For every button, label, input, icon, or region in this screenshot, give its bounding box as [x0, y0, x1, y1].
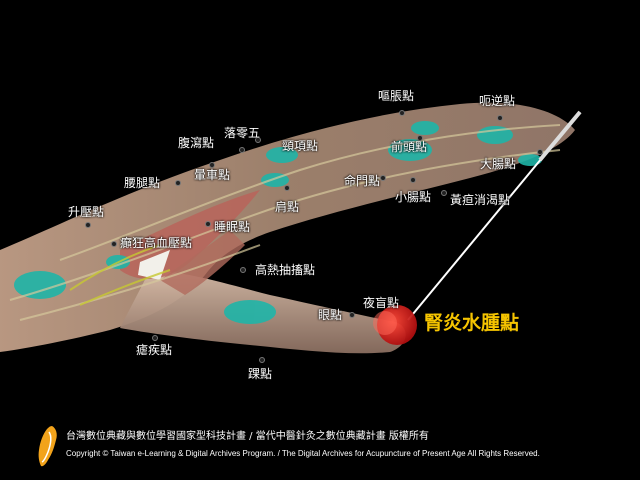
nerve-lines [69, 244, 171, 306]
point-label-ming-men: 命門點 [344, 174, 381, 188]
point-label-yun-che: 暈車點 [194, 168, 231, 182]
point-label-xiao-chang: 小腸點 [395, 190, 432, 204]
muscle-band [160, 230, 245, 295]
point-label-nue-ji: 瘧疾點 [136, 343, 173, 357]
point-label-huang-dan: 黃疸消渴點 [450, 193, 511, 207]
point-label-huai: 踝點 [248, 367, 273, 381]
point-label-gao-re: 高熱抽搐點 [255, 263, 316, 277]
point-label-da-chang: 大腸點 [480, 157, 517, 171]
point-label-shen-yan: 腎炎水腫點 [424, 312, 520, 334]
point-label-yao-tui: 腰腿點 [124, 176, 161, 190]
acupuncture-needle-handle [538, 110, 582, 162]
taiwan-island-logo [38, 426, 57, 467]
point-label-ye-mang: 夜盲點 [363, 296, 400, 310]
point-label-shui-mian: 睡眠點 [214, 220, 251, 234]
tendon-lines [9, 124, 561, 321]
credit-english: Copyright © Taiwan e-Learning & Digital … [66, 449, 540, 458]
point-label-e-ni: 呃逆點 [479, 94, 516, 108]
point-label-ou-zhang: 嘔脹點 [378, 89, 415, 103]
point-label-qian-tou: 前頭點 [391, 140, 428, 154]
point-label-fu-xie: 腹瀉點 [178, 136, 215, 150]
point-label-yan: 眼點 [318, 308, 343, 322]
point-label-sheng-ya: 升壓點 [68, 205, 105, 219]
point-label-dian-kuang: 癲狂高血壓點 [120, 236, 193, 250]
point-label-luo-ling-wu: 落零五 [224, 126, 261, 140]
credit-chinese: 台灣數位典藏與數位學習國家型科技計畫 / 當代中醫針灸之數位典藏計畫 版權所有 [66, 431, 429, 442]
point-dots [85, 110, 543, 363]
point-label-jing-xiang: 頸項點 [282, 139, 319, 153]
point-label-jian: 肩點 [275, 200, 300, 214]
